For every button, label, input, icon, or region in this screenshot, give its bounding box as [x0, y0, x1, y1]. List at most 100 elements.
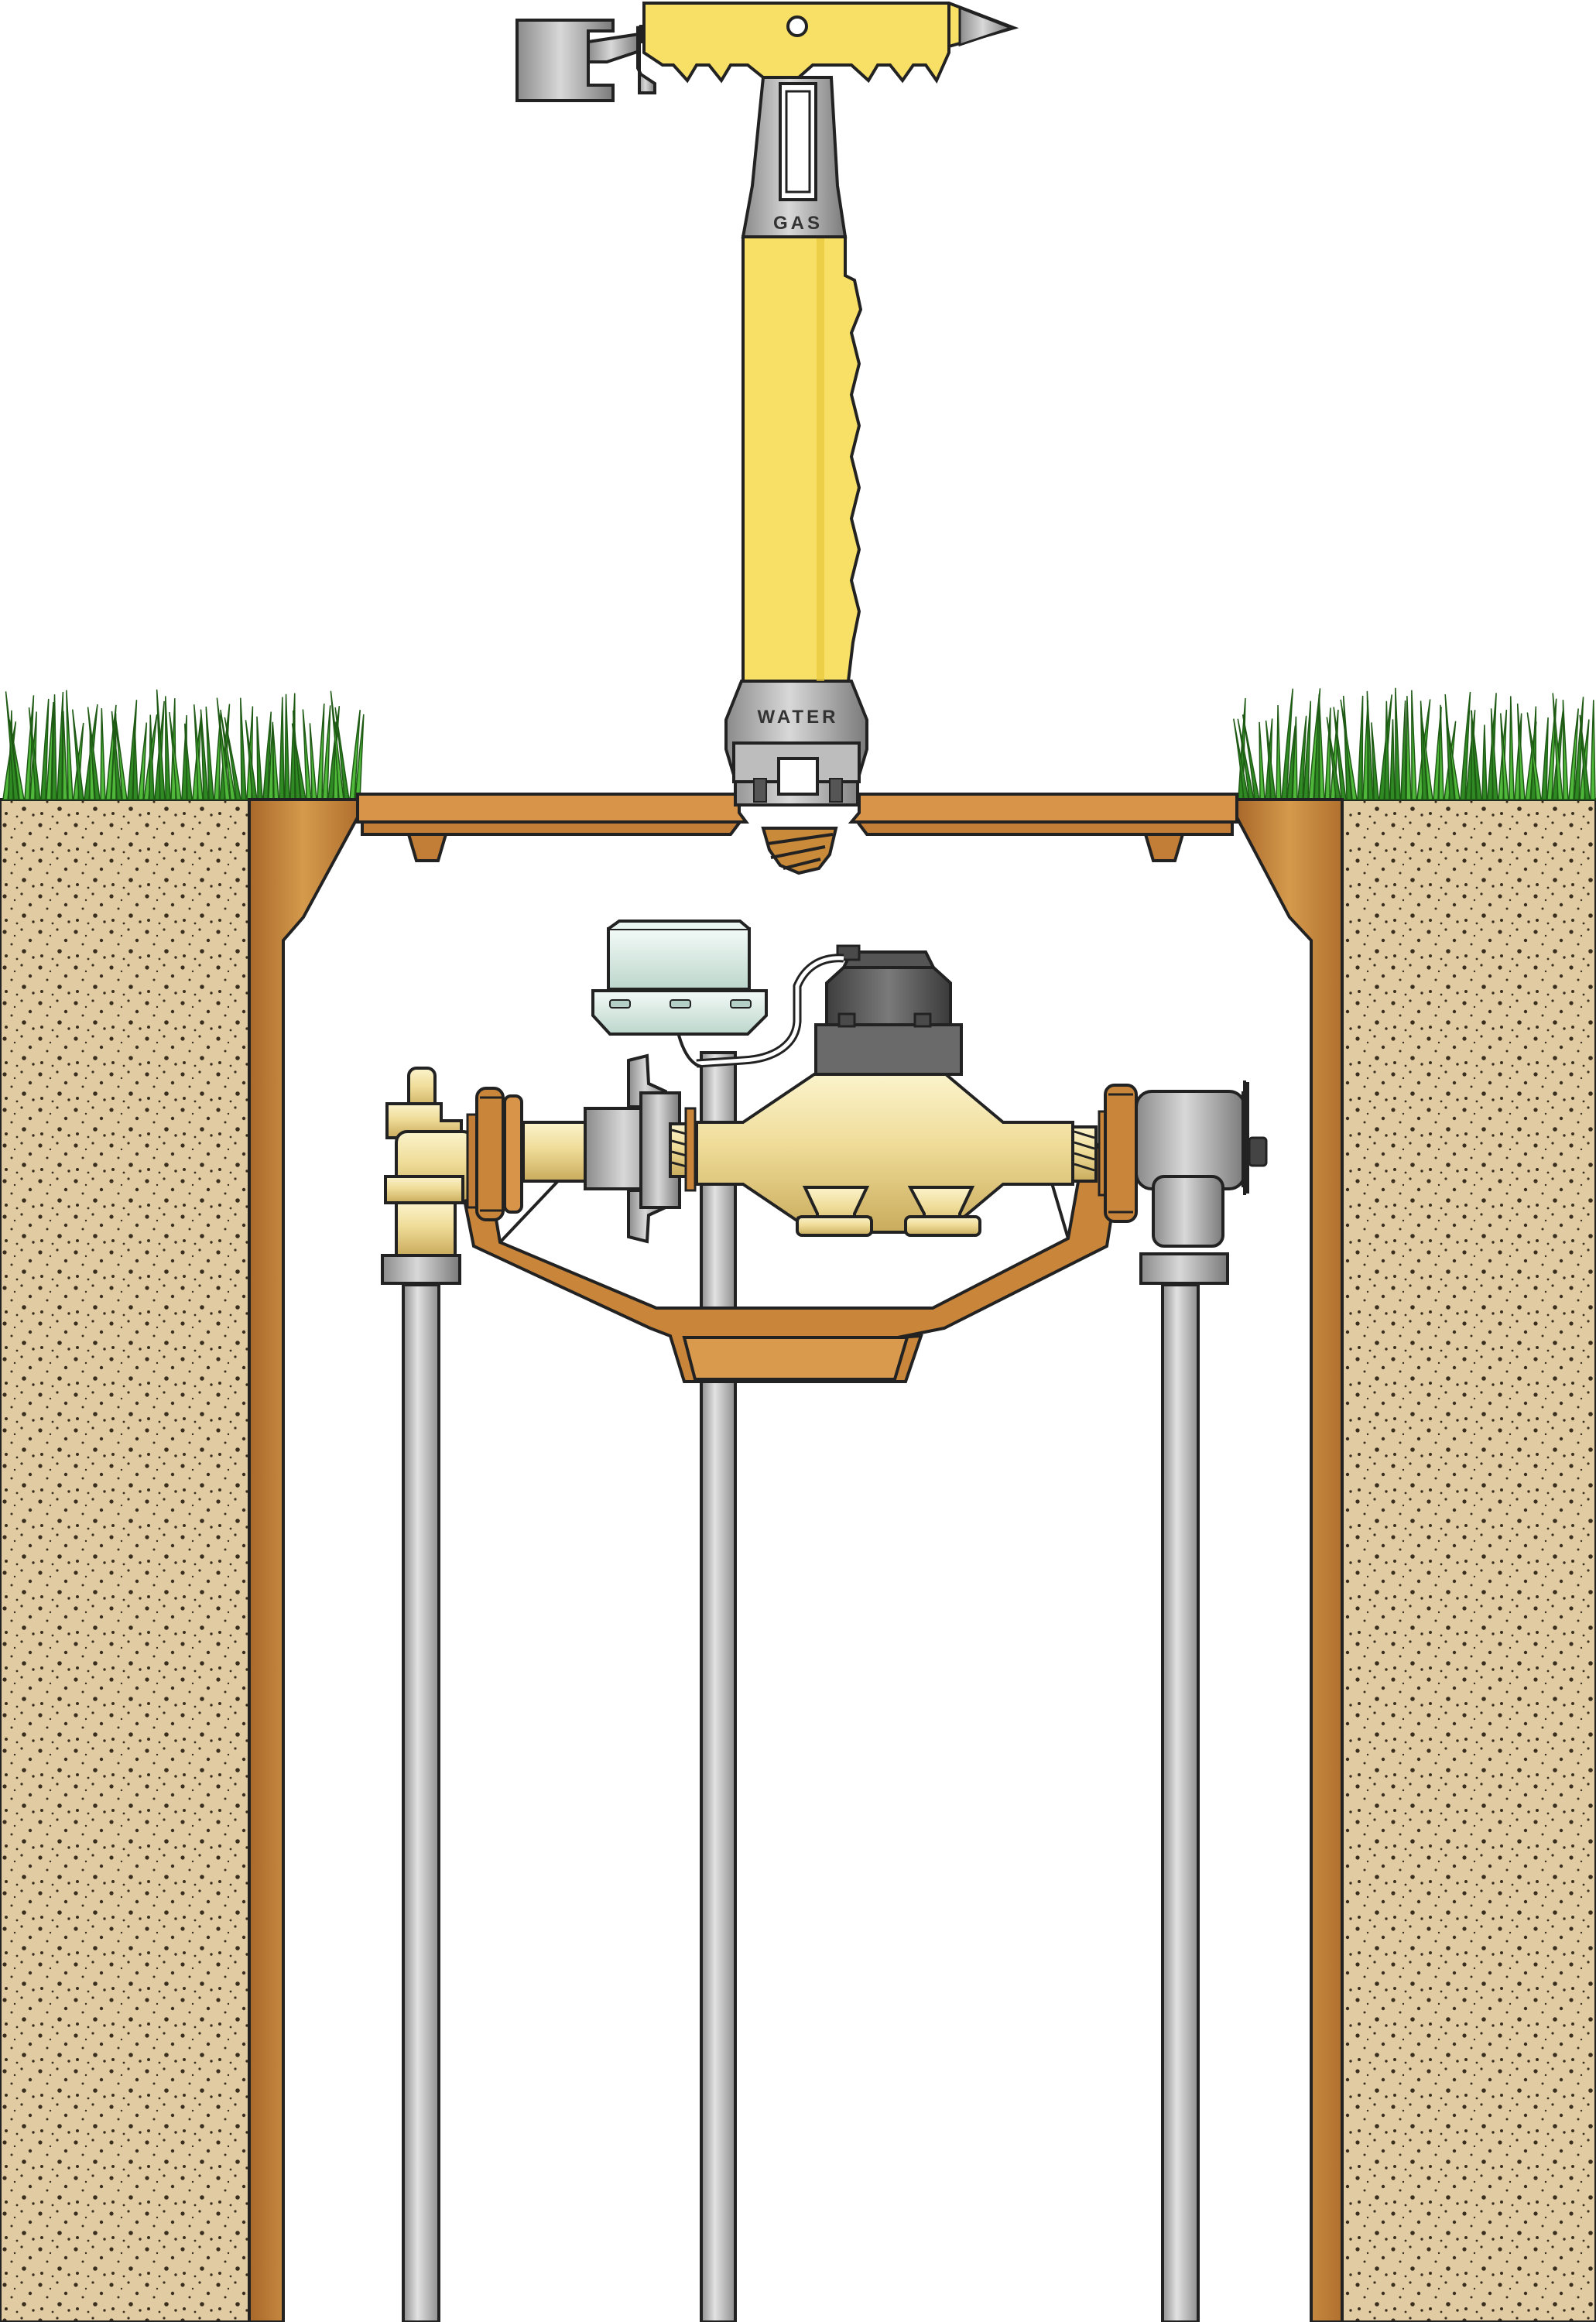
grass-blade [291, 723, 307, 800]
grass-blade [272, 724, 279, 800]
grass-blade [1526, 712, 1542, 800]
grass-blade [1438, 704, 1444, 800]
tool-handle [741, 235, 863, 683]
grass-blade [1308, 688, 1321, 800]
grass-blade [46, 701, 54, 800]
pipe-center-rod [700, 1051, 737, 2322]
grass-blade [66, 690, 74, 800]
outlet-flange [1104, 1084, 1138, 1223]
tool-t-bar [515, 2, 1019, 102]
grass-blade [1446, 717, 1461, 800]
grass-blade [1509, 696, 1515, 800]
spud-coupling-outlet-side [669, 1107, 698, 1192]
grass-blade [62, 711, 68, 800]
grass-blade [1303, 700, 1312, 800]
grass-blade [1242, 714, 1260, 800]
grass-blade [205, 706, 214, 800]
grass-right [1233, 687, 1596, 800]
grass-blade [132, 723, 139, 800]
grass-blade [1333, 707, 1347, 800]
grass-blade [279, 697, 285, 800]
meter-register-head [814, 944, 963, 1076]
tool-collar [741, 76, 848, 238]
outlet-nut [1139, 1252, 1229, 1285]
grass-blade [5, 691, 19, 800]
grass-blade [1318, 694, 1325, 800]
grass-blade [87, 707, 101, 800]
water-meter-body [695, 1073, 1115, 1237]
grass-blade [354, 714, 365, 800]
grass-blade [334, 707, 350, 800]
grass-blade [284, 694, 290, 800]
grass-blade [1281, 688, 1293, 800]
grass-blade [1499, 713, 1509, 800]
grass-blade [194, 704, 204, 800]
yoke-cradle [682, 1336, 909, 1381]
grass-blade [1490, 708, 1498, 800]
grass-blade [138, 722, 148, 800]
grass-blade [317, 703, 325, 800]
lid-lug-right [1143, 833, 1185, 862]
grass-blade [1411, 690, 1417, 800]
grass-blade [1481, 724, 1488, 800]
meter-box-wall-right [1235, 798, 1344, 2322]
grass-blade [72, 709, 84, 800]
grass-blade [40, 698, 50, 800]
grass-blade [302, 709, 312, 800]
grass-blade [1420, 711, 1433, 800]
grass-blade [1371, 722, 1379, 800]
grass-left [2, 689, 365, 800]
grass-blade [1406, 696, 1412, 800]
grass-blade [1460, 691, 1471, 800]
grass-blade [1389, 719, 1396, 800]
soil-right [1341, 798, 1596, 2322]
grass-blade [165, 696, 171, 800]
grass-blade [1552, 693, 1563, 800]
grass-blade [184, 723, 193, 800]
grass-blade [245, 720, 258, 800]
grass-blade [1590, 700, 1596, 800]
pipe-outlet [1161, 1283, 1200, 2322]
grass-blade [1326, 717, 1341, 800]
grass-blade [1233, 718, 1249, 800]
grass-blade [200, 709, 209, 800]
pick-point [958, 5, 1015, 47]
grass-blade [262, 711, 272, 800]
grass-blade [1579, 714, 1591, 800]
auger-tip [761, 827, 838, 875]
grass-blade [256, 716, 263, 800]
grass-blade [330, 690, 344, 800]
grass-blade [1292, 716, 1298, 800]
grass-blade [1400, 700, 1406, 800]
grass-blade [1395, 687, 1401, 800]
inlet-angle-valve [381, 1067, 481, 1285]
grass-blade [268, 721, 274, 800]
grass-blade [1470, 710, 1482, 800]
grass-blade [169, 711, 182, 800]
radio-transmitter-unit [591, 920, 844, 1068]
grass-blade [1516, 703, 1526, 800]
tool-label-water: WATER [758, 707, 839, 728]
grass-blade [1384, 700, 1390, 800]
grass-blade [111, 711, 122, 800]
grass-blade [322, 705, 331, 800]
grass-blade [1297, 715, 1307, 800]
tool-label-gas: GAS [773, 213, 823, 234]
inlet-flange [475, 1087, 523, 1221]
grass-blade [309, 723, 317, 800]
grass-blade [240, 697, 247, 800]
grass-blade [57, 691, 64, 800]
grass-blade [349, 710, 361, 800]
grass-blade [1342, 695, 1352, 800]
grass-blade [51, 694, 57, 800]
pipe-inlet [402, 1283, 440, 2322]
meter-key-tool: GAS WATER [515, 2, 1019, 875]
inlet-nut [381, 1254, 461, 1285]
grass-blade [24, 695, 35, 800]
grass-blade [149, 714, 155, 800]
outlet-cap-plug [1248, 1136, 1268, 1167]
grass-blade [1562, 700, 1569, 800]
meter-setter-yoke [457, 1142, 1120, 1383]
grass-blade [1340, 699, 1358, 800]
grass-blade [1541, 717, 1549, 800]
